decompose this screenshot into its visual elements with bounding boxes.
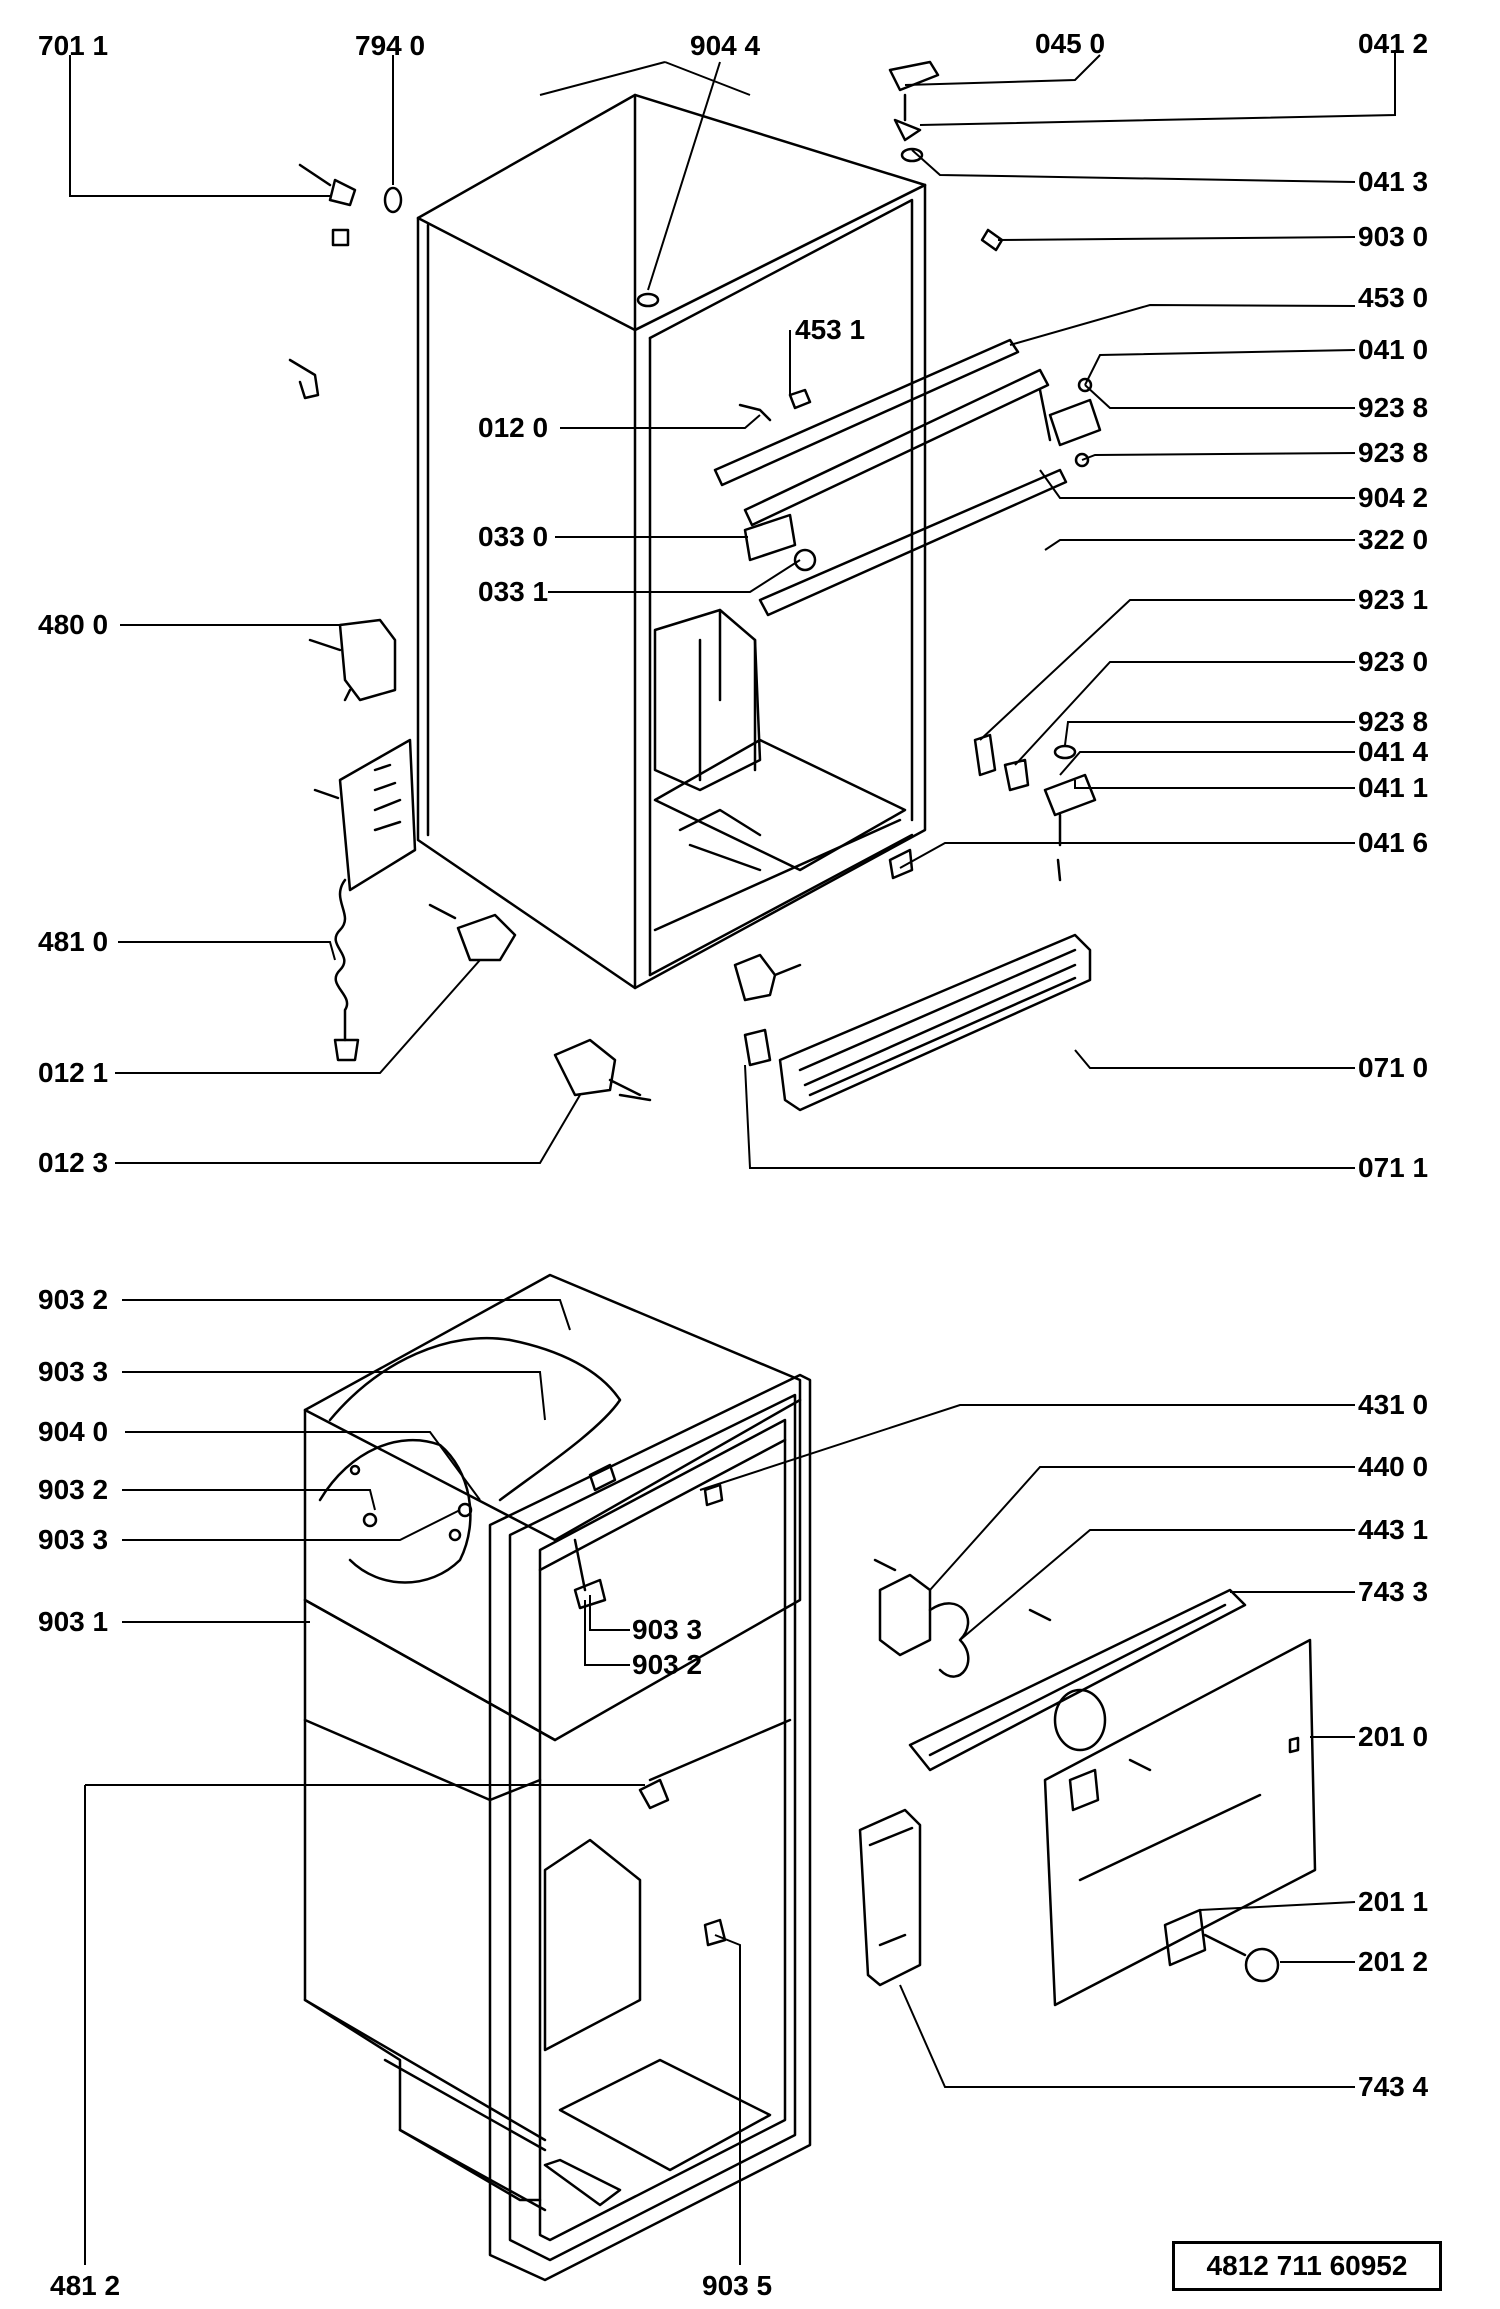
leader-lines (69, 50, 1396, 2265)
callout-label: 322 0 (1358, 524, 1429, 555)
callout-label: 903 5 (702, 2270, 773, 2301)
callout-label: 903 2 (38, 1474, 109, 1505)
callout-label: 923 8 (1358, 706, 1429, 737)
callout-label: 033 1 (478, 576, 549, 607)
callout-label: 903 1 (38, 1606, 109, 1637)
callout-label: 903 2 (632, 1649, 703, 1680)
callout-label: 923 1 (1358, 584, 1429, 615)
callout-label: 794 0 (355, 30, 426, 61)
callout-label: 453 0 (1358, 282, 1429, 313)
callout-label: 443 1 (1358, 1514, 1429, 1545)
document-number-box: 4812 711 60952 (1172, 2241, 1442, 2291)
callout-label: 903 2 (38, 1284, 109, 1315)
callout-label: 923 0 (1358, 646, 1429, 677)
callout-label: 453 1 (795, 314, 866, 345)
callout-label: 904 4 (690, 30, 761, 61)
callout-label: 743 3 (1358, 1576, 1429, 1607)
callout-label: 201 2 (1358, 1946, 1429, 1977)
callout-label: 743 4 (1358, 2071, 1429, 2102)
upper-components (288, 60, 1102, 1112)
lower-components (858, 1558, 1317, 2007)
callout-label: 012 0 (478, 412, 549, 443)
callout-label: 431 0 (1358, 1389, 1429, 1420)
callout-label: 033 0 (478, 521, 549, 552)
callout-label: 041 4 (1358, 736, 1429, 767)
callout-label: 041 0 (1358, 334, 1429, 365)
callout-label: 903 3 (38, 1356, 109, 1387)
callout-label: 923 8 (1358, 392, 1429, 423)
callout-label: 440 0 (1358, 1451, 1429, 1482)
callout-label: 903 3 (38, 1524, 109, 1555)
lower-cabinet (303, 1273, 812, 2282)
callout-label: 480 0 (38, 609, 109, 640)
callout-label: 041 3 (1358, 166, 1429, 197)
callout-label: 071 0 (1358, 1052, 1429, 1083)
callout-label: 701 1 (38, 30, 109, 61)
callout-label: 481 2 (50, 2270, 121, 2301)
callout-label: 903 3 (632, 1614, 703, 1645)
callout-label: 041 2 (1358, 28, 1429, 59)
callout-label: 923 8 (1358, 437, 1429, 468)
callout-label: 045 0 (1035, 28, 1106, 59)
callout-label: 481 0 (38, 926, 109, 957)
callout-label: 904 2 (1358, 482, 1429, 513)
callout-label: 012 3 (38, 1147, 109, 1178)
callout-label: 071 1 (1358, 1152, 1429, 1183)
callout-label: 201 1 (1358, 1886, 1429, 1917)
callout-label: 903 0 (1358, 221, 1429, 252)
upper-cabinet (416, 93, 1068, 990)
callout-label: 041 6 (1358, 827, 1429, 858)
callout-label: 041 1 (1358, 772, 1429, 803)
callout-label: 904 0 (38, 1416, 109, 1447)
callout-label: 201 0 (1358, 1721, 1429, 1752)
callout-label: 012 1 (38, 1057, 109, 1088)
